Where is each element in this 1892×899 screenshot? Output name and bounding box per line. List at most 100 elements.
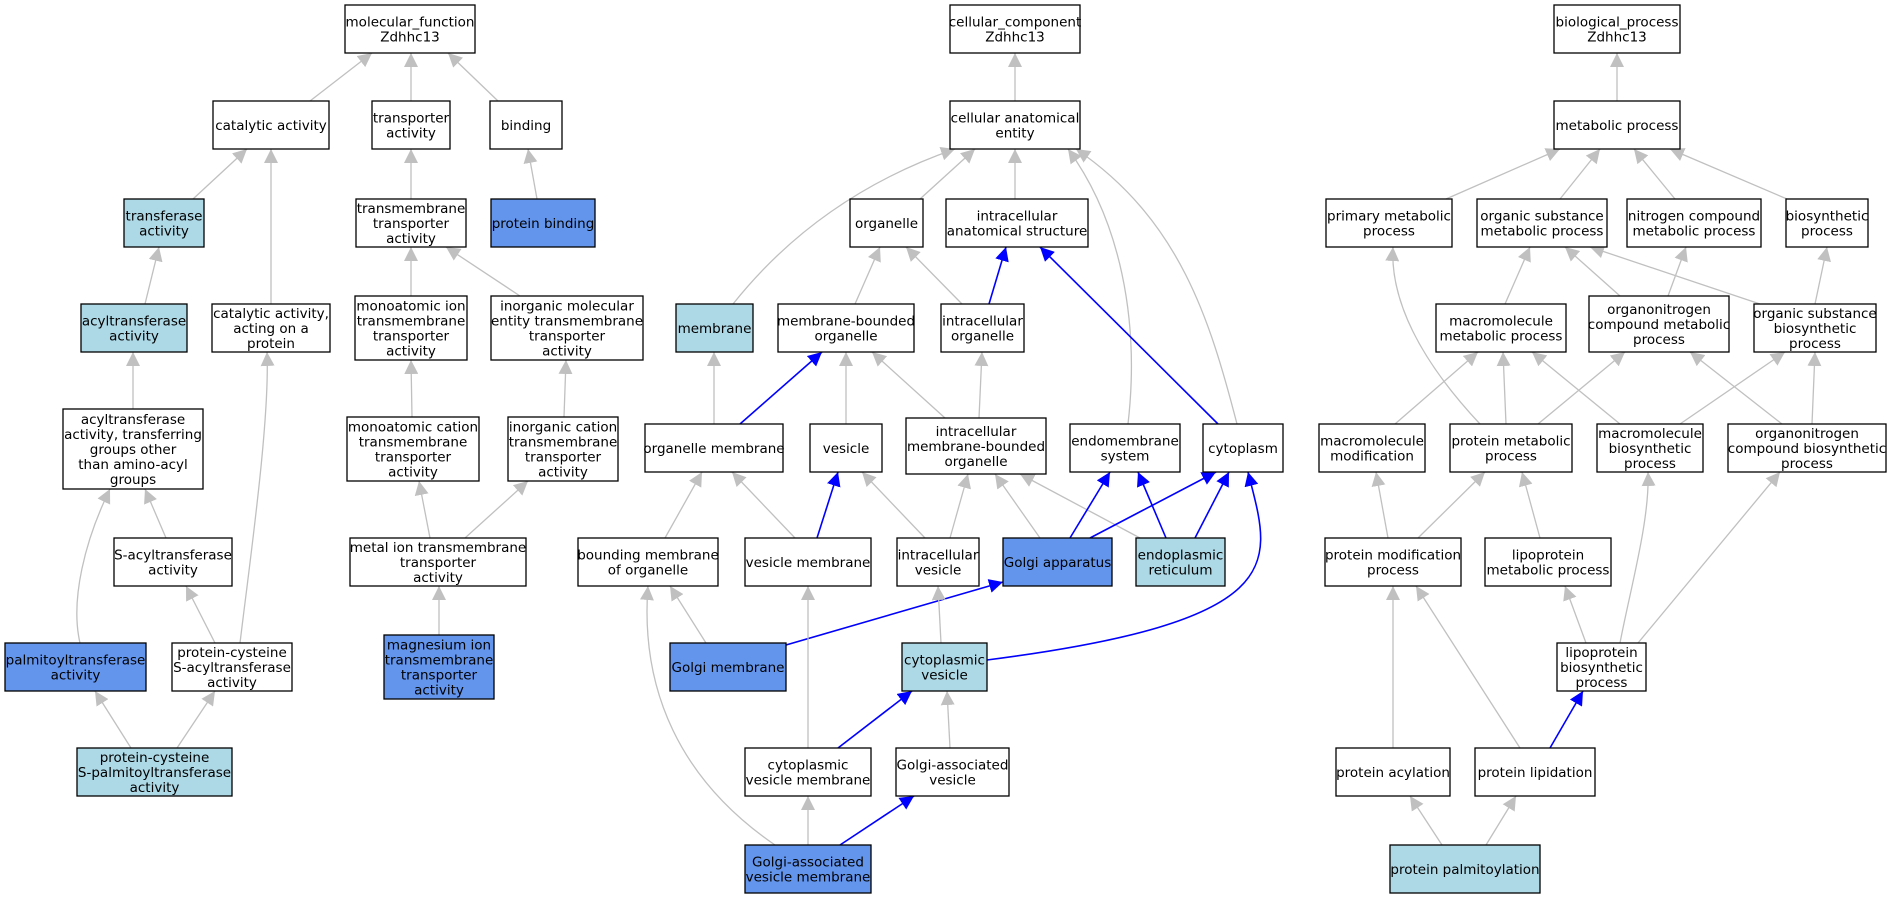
go-term-node-pc-s-palm[interactable]: protein-cysteineS-palmitoyltransferaseac…: [76, 747, 233, 797]
go-term-node-membrane[interactable]: membrane: [675, 303, 754, 353]
node-label-line: binding: [501, 118, 551, 134]
go-term-node-mono-cation[interactable]: monoatomic cationtransmembranetransporte…: [346, 416, 480, 482]
node-box: [211, 303, 331, 353]
node-label-line: activity: [538, 465, 588, 481]
go-term-node-protein-lipid[interactable]: protein lipidation: [1474, 747, 1596, 797]
node-box: [896, 537, 980, 587]
node-label-line: compound metabolic: [1588, 317, 1730, 333]
node-label-line: metabolic process: [1487, 563, 1610, 579]
go-term-node-cytoplasm[interactable]: cytoplasm: [1202, 423, 1284, 473]
node-label-line: nitrogen compound: [1628, 209, 1760, 225]
go-term-node-catalytic[interactable]: catalytic activity: [212, 100, 330, 150]
node-label-line: protein: [247, 336, 295, 352]
edge-vesicle_membrane-to-org_membrane: [731, 471, 796, 539]
node-box: [1318, 423, 1426, 473]
go-term-node-binding[interactable]: binding: [489, 100, 563, 150]
node-label-line: transmembrane: [359, 435, 468, 451]
node-box: [1002, 537, 1113, 587]
go-term-node-org-membrane[interactable]: organelle membrane: [643, 423, 785, 473]
node-box: [489, 100, 563, 150]
node-box: [1476, 198, 1608, 248]
go-term-node-monoatomic-ion[interactable]: monoatomic iontransmembranetransporterac…: [354, 295, 468, 361]
node-label-line: process: [1367, 563, 1419, 579]
node-label-line: cytoplasmic: [904, 653, 985, 669]
go-term-node-metal-ion[interactable]: metal ion transmembranetransporteractivi…: [349, 537, 527, 587]
node-label-line: activity: [542, 344, 592, 360]
go-term-node-organelle[interactable]: organelle: [849, 198, 924, 248]
node-label-line: process: [1781, 456, 1833, 472]
node-box: [849, 198, 924, 248]
node-label-line: intracellular: [977, 209, 1058, 225]
go-term-node-inorg-cation[interactable]: inorganic cationtransmembranetransporter…: [507, 416, 619, 482]
go-term-node-magnesium[interactable]: magnesium iontransmembranetransporteract…: [383, 634, 495, 700]
go-term-node-vesicle-membrane[interactable]: vesicle membrane: [744, 537, 872, 587]
node-box: [744, 537, 872, 587]
go-term-node-protein-palm[interactable]: protein palmitoylation: [1389, 844, 1541, 894]
go-term-node-pc-s-acyl[interactable]: protein-cysteineS-acyltransferaseactivit…: [171, 642, 293, 692]
node-box: [1325, 198, 1453, 248]
go-term-node-golgi[interactable]: Golgi apparatus: [1002, 537, 1113, 587]
node-label-line: macromolecule: [1449, 314, 1553, 330]
node-label-line: vesicle membrane: [746, 870, 871, 886]
node-box: [949, 100, 1081, 150]
edge-protein_binding-to-binding: [523, 148, 538, 200]
go-term-node-vesicle[interactable]: vesicle: [809, 423, 883, 473]
node-label-line: primary metabolic: [1327, 209, 1451, 225]
go-term-node-metabolic[interactable]: metabolic process: [1553, 100, 1681, 150]
node-label-line: process: [1789, 336, 1841, 352]
go-term-node-protein-binding[interactable]: protein binding: [490, 198, 596, 248]
edge-organonitrogen-to-nitrogen: [1667, 246, 1688, 297]
node-label-line: process: [1576, 675, 1628, 691]
node-label-line: compound biosynthetic: [1728, 441, 1886, 457]
go-term-node-protein-acyl[interactable]: protein acylation: [1335, 747, 1451, 797]
node-label-line: activity: [130, 780, 180, 796]
node-label-line: intracellular: [942, 314, 1023, 330]
edge-cyto_vesicle-to-ivesicle: [931, 585, 946, 644]
edge-golgi-to-cytoplasm: [1089, 471, 1217, 539]
edge-pc_s_palm-to-palmitoyl: [94, 690, 132, 749]
node-label-line: macromolecule: [1598, 426, 1702, 442]
go-term-node-golgi-membrane[interactable]: Golgi membrane: [669, 642, 787, 692]
node-label-line: metabolic process: [1633, 224, 1756, 240]
